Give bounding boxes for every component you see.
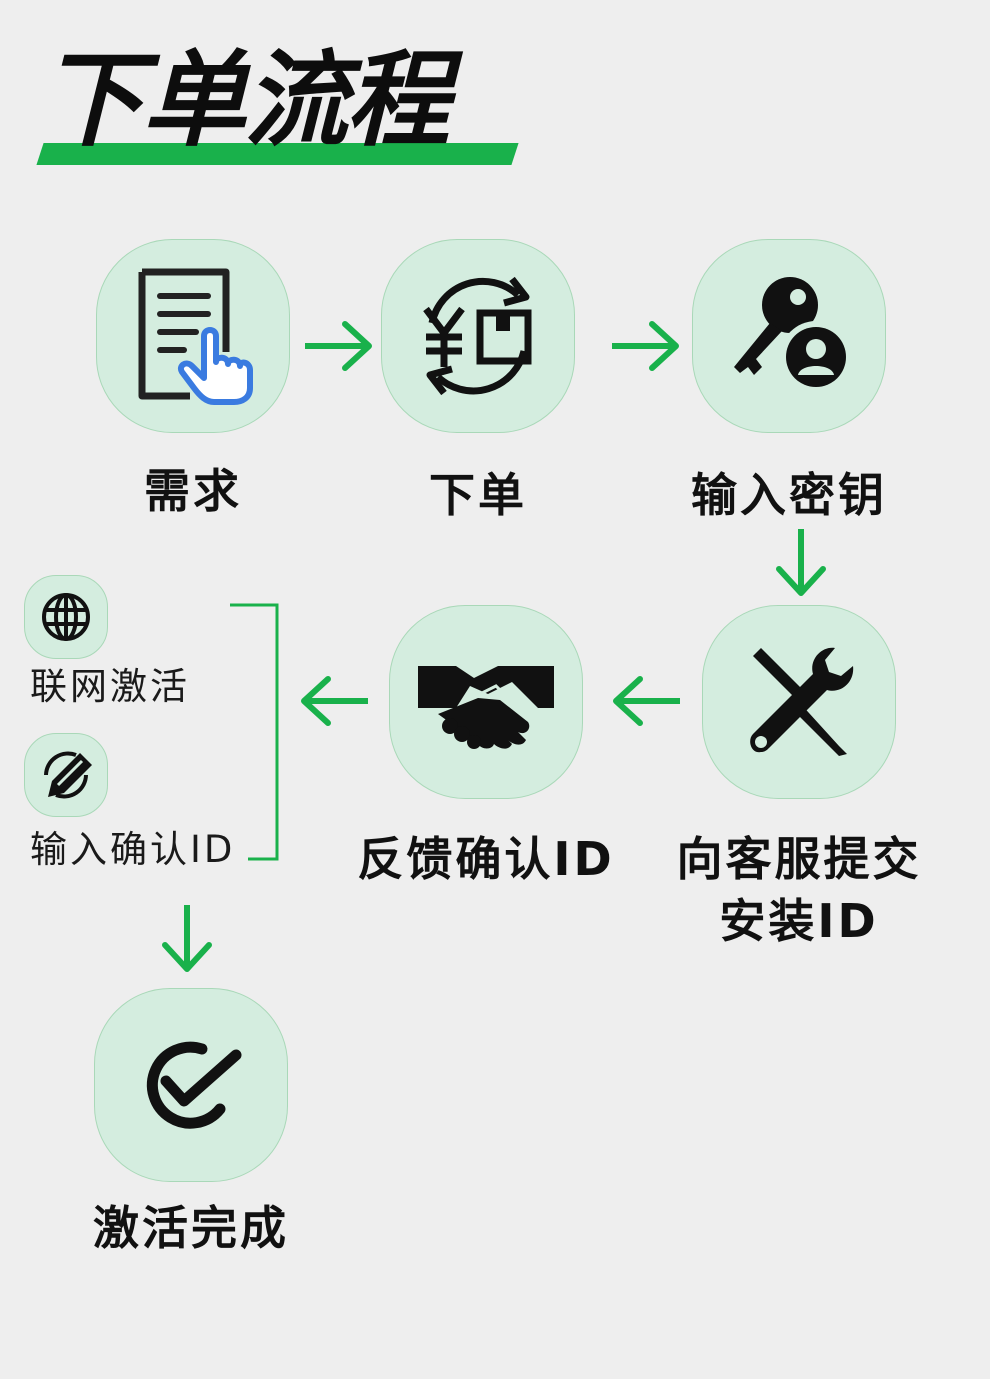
key-user-icon [734,277,852,393]
options-bracket [230,603,279,861]
step-activation-complete-label: 激活完成 [93,1201,289,1255]
wrench-screwdriver-icon [750,647,854,756]
step-enter-key-label: 输入密钥 [691,468,887,522]
arrow-right-icon [305,321,372,371]
option-online-activation [24,575,108,659]
step-activation-complete [94,988,288,1182]
arrow-right-icon [612,321,679,371]
step-submit-install-id-label-line1: 向客服提交 [676,832,922,886]
document-touch-icon [138,268,253,405]
globe-icon [42,593,90,641]
arrow-down-icon [776,529,826,596]
arrow-down-icon [162,905,212,972]
check-circle-icon [146,1041,242,1129]
option-online-activation-label: 联网激活 [30,665,190,708]
option-enter-confirm-id [24,733,108,817]
step-demand-label: 需求 [144,464,242,518]
arrow-left-icon [613,676,680,726]
step-submit-install-id [702,605,896,799]
step-submit-install-id-label-line2: 安装ID [719,894,879,948]
step-demand [96,239,290,433]
step-order [381,239,575,433]
step-order-label: 下单 [429,468,527,522]
pen-refresh-icon [44,751,92,799]
option-enter-confirm-id-label: 输入确认ID [30,828,236,871]
step-feedback-confirm-id [389,605,583,799]
arrow-left-icon [301,676,368,726]
page-title: 下单流程 [40,39,450,161]
step-feedback-confirm-id-label: 反馈确认ID [357,832,615,886]
step-enter-key [692,239,886,433]
yen-exchange-box-icon [423,276,532,396]
handshake-icon [418,666,554,749]
